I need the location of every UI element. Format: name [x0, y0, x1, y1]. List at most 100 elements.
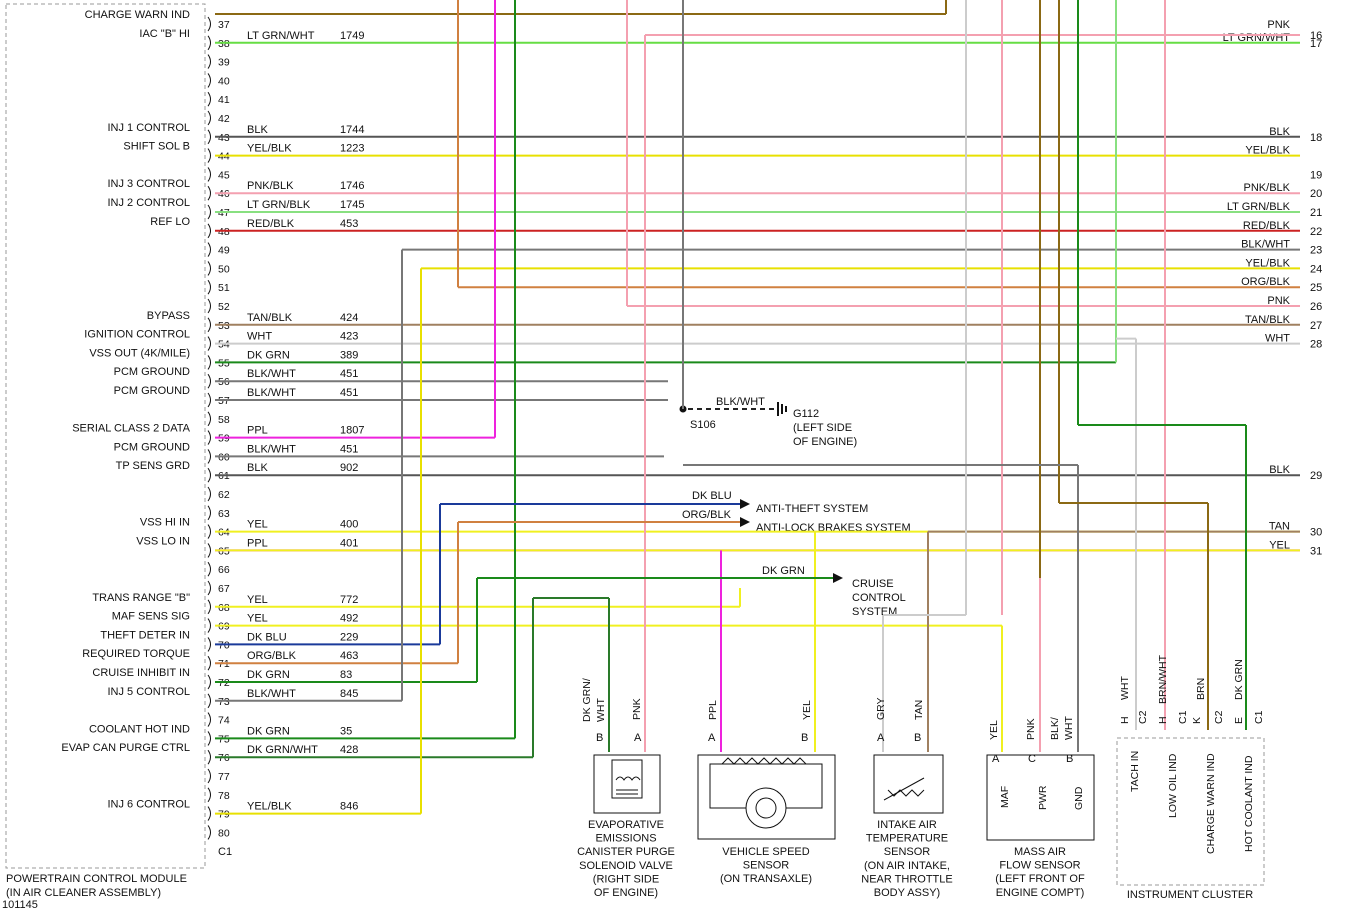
wire-color-label: DK GRN: [247, 725, 290, 737]
evap-label: SOLENOID VALVE: [579, 860, 673, 872]
pcm-pin-label: PCM GROUND: [114, 366, 190, 378]
right-pin-number: 21: [1310, 207, 1322, 219]
pcm-pin-label: CHARGE WARN IND: [85, 9, 190, 21]
pin-connector-mark: [207, 693, 211, 709]
pcm-pin-number: 67: [218, 583, 230, 595]
cluster-indicator-0: TACH IN: [1129, 751, 1141, 792]
vss-label: (ON TRANSAXLE): [720, 873, 812, 885]
cluster-wire-2: BRN: [1195, 678, 1207, 700]
right-pin-number: 18: [1310, 132, 1322, 144]
pcm-connector-c1: C1: [218, 846, 232, 858]
pcm-pin-label: BYPASS: [147, 310, 190, 322]
wire-color-label: WHT: [247, 331, 272, 343]
cluster-pin-2: H: [1157, 716, 1169, 724]
right-wire-label: PNK: [1267, 295, 1290, 307]
pcm-pin-label: VSS HI IN: [140, 517, 190, 529]
circuit-number: 492: [340, 613, 358, 625]
evap-label: (RIGHT SIDE: [593, 873, 659, 885]
ground-name: G112: [793, 408, 819, 420]
pcm-title: POWERTRAIN CONTROL MODULE: [6, 873, 187, 885]
circuit-number: 772: [340, 594, 358, 606]
right-wire-label: BLK: [1269, 464, 1290, 476]
right-wire-label: YEL: [1269, 539, 1290, 551]
cruise-label-1: CRUISE: [852, 578, 894, 590]
circuit-number: 424: [340, 312, 358, 324]
pcm-pin-label: INJ 3 CONTROL: [107, 178, 190, 190]
circuit-number: 401: [340, 537, 358, 549]
arrowhead-0: [740, 499, 750, 509]
cluster-indicator-1: LOW OIL IND: [1167, 753, 1179, 818]
circuit-number: 229: [340, 631, 358, 643]
evap-label: OF ENGINE): [594, 887, 658, 899]
pin-connector-mark: [207, 449, 211, 464]
pin-connector-mark: [207, 787, 211, 803]
pin-connector-mark: [207, 242, 211, 257]
right-wire-label: PNK/BLK: [1244, 182, 1291, 194]
arrowhead-1: [740, 517, 750, 527]
circuit-number: 453: [340, 218, 358, 230]
wire-color-label: YEL: [247, 594, 268, 606]
pcm-pin-number: 63: [218, 508, 230, 520]
right-wire-label: ORG/BLK: [1241, 276, 1291, 288]
pin-connector-mark: [207, 561, 211, 577]
ground-loc-1: (LEFT SIDE: [793, 422, 852, 434]
right-pin-number: 28: [1310, 339, 1322, 351]
right-label-pnk-top: PNK: [1267, 19, 1290, 31]
pin-connector-mark: [207, 279, 211, 295]
circuit-number: 1744: [340, 124, 364, 136]
pin-connector-mark: [207, 825, 211, 840]
wire-color-label: DK BLU: [247, 631, 287, 643]
cluster-pin-3: C1: [1177, 710, 1189, 724]
pcm-pin-number: 45: [218, 169, 230, 181]
vss-wire-b: YEL: [801, 700, 813, 720]
pcm-pin-label: TRANS RANGE "B": [92, 592, 190, 604]
pin-connector-mark: [207, 731, 211, 746]
maf-pin-c: C: [1028, 753, 1036, 765]
cluster-wire-1: BRN/WHT: [1157, 654, 1169, 704]
maf-inner-3: GND: [1073, 786, 1085, 810]
circuit-number: 1746: [340, 180, 364, 192]
pin-connector-mark: [207, 580, 211, 596]
maf-label: FLOW SENSOR: [999, 860, 1080, 872]
splice-name: S106: [690, 419, 716, 431]
pcm-pin-label: VSS OUT (4K/MILE): [89, 347, 190, 359]
wire-color-label: BLK/WHT: [247, 443, 296, 455]
vss-pin-b: B: [801, 732, 808, 744]
right-pin-number: 26: [1310, 301, 1322, 313]
pcm-subtitle: (IN AIR CLEANER ASSEMBLY): [6, 887, 161, 899]
pcm-pin-label: MAF SENS SIG: [112, 611, 190, 623]
pcm-box: [5, 3, 206, 869]
arrow-wire-orgblk: ORG/BLK: [682, 509, 732, 521]
evap-wire-a: PNK: [631, 698, 643, 720]
evap-wire-b2: WHT: [595, 698, 607, 722]
pcm-pin-number: 58: [218, 414, 230, 426]
iat-label: SENSOR: [884, 846, 931, 858]
wire-color-label: ORG/BLK: [247, 650, 297, 662]
pin-connector-mark: [207, 167, 211, 182]
wire-color-label: LT GRN/BLK: [247, 199, 311, 211]
pcm-pin-label: PCM GROUND: [114, 385, 190, 397]
ground-icon: [777, 402, 787, 416]
right-pin-16: 16: [1310, 30, 1322, 42]
iat-pin-b: B: [914, 732, 921, 744]
cluster-pin-0: H: [1119, 716, 1131, 724]
pcm-pin-label: REF LO: [150, 216, 190, 228]
pin-connector-mark: [207, 674, 211, 690]
wire-color-label: BLK: [247, 124, 268, 136]
vss-label: VEHICLE SPEED: [722, 846, 809, 858]
pcm-pin-label: IGNITION CONTROL: [84, 329, 190, 341]
right-pin-number: 27: [1310, 320, 1322, 332]
pcm-pin-label: INJ 2 CONTROL: [107, 197, 190, 209]
iat-wire-a: GRY: [875, 697, 887, 720]
vss-wire-a: PPL: [707, 700, 719, 720]
pin-connector-mark: [207, 35, 211, 51]
wire-color-label: YEL/BLK: [247, 801, 292, 813]
wire-color-label: BLK/WHT: [247, 688, 296, 700]
pin-connector-mark: [207, 618, 211, 633]
pin-connector-mark: [207, 392, 211, 408]
arrow-wire-dkblu: DK BLU: [692, 490, 732, 502]
maf-label: ENGINE COMPT): [996, 887, 1085, 899]
pcm-pin-number: 49: [218, 245, 230, 257]
